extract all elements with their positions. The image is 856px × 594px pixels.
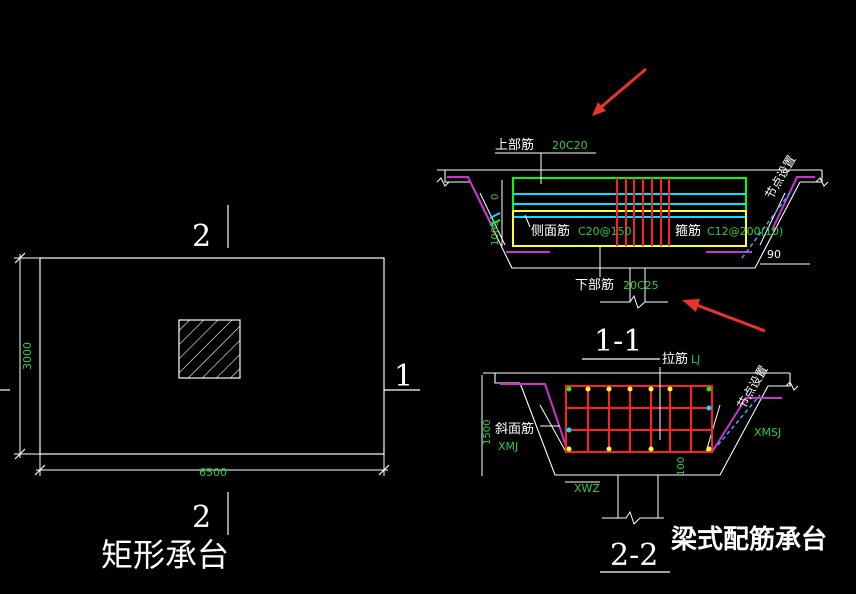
bottom-bar-value: 20C25	[623, 279, 659, 292]
stirrup-label: 箍筋	[675, 223, 701, 239]
stirrups	[616, 178, 670, 246]
section-mark-right: 1	[394, 359, 413, 394]
slope-bar	[489, 212, 501, 219]
dim-zero: 0	[490, 194, 501, 200]
plan-title: 矩形承台	[101, 536, 229, 574]
angle-value: 90	[767, 248, 781, 261]
dim-width-text: 6500	[199, 466, 227, 479]
slope-bar	[489, 219, 501, 226]
section-mark-top: 2	[192, 219, 211, 254]
plan-view: 2 2 1 3000 6500 矩形承台	[0, 205, 420, 574]
cage-grid-2	[566, 386, 712, 452]
node-setting-label-2: 节点设置	[734, 363, 770, 412]
inner-slope-line	[539, 404, 567, 453]
node-marker-line-2	[717, 394, 761, 446]
section-1-1: 节点设置 上部筋 20C20 0 1000 侧面筋 C20@150 箍筋 C12…	[436, 67, 829, 360]
break-mark	[815, 177, 829, 187]
bottom-bar-frame	[512, 210, 747, 247]
dim-height-text: 3000	[21, 342, 34, 370]
tie-label: 拉筋	[662, 351, 688, 367]
break-mark	[436, 177, 450, 187]
slope-bar-label: 斜面筋	[495, 421, 534, 437]
pit-inner-slope	[479, 192, 506, 246]
dim-height-2: 1500	[482, 420, 493, 445]
break-mark	[602, 510, 664, 525]
side-bar-value: C20@150	[578, 225, 632, 238]
slab-outline-2	[483, 372, 520, 384]
dim-bottom-2: 100	[676, 457, 687, 476]
annotation-arrow-bottom	[682, 299, 766, 333]
tie-value: LJ	[691, 353, 700, 366]
pit-inner-slope	[759, 192, 786, 246]
pit-outline-2	[519, 382, 769, 476]
cage-outline-2	[565, 385, 713, 453]
top-bar-label: 上部筋	[495, 137, 534, 153]
node-marker-line	[741, 189, 793, 259]
stirrup-value: C12@200(10)	[707, 225, 783, 238]
rebar-dots-2	[566, 386, 712, 452]
slab-edge-rebar-right	[771, 176, 815, 231]
side-bar-label: 侧面筋	[531, 223, 570, 239]
break-mark	[600, 294, 668, 309]
section-mark-bottom: 2	[192, 500, 211, 535]
dim-tick	[378, 464, 390, 476]
section-2-2-title: 2-2	[610, 538, 658, 573]
bottom-value-2: XWZ	[574, 482, 600, 495]
dim-tick	[14, 448, 26, 460]
column-hatch	[178, 319, 241, 379]
pile-cap-outline	[39, 257, 385, 455]
slab-outline-2-right	[768, 373, 791, 387]
slab-outline-left	[437, 169, 470, 183]
dim-side: 1000	[490, 221, 501, 246]
dim-tick	[34, 464, 46, 476]
leader	[524, 214, 531, 228]
top-bar-value: 20C20	[552, 139, 588, 152]
dim-tick	[14, 252, 26, 264]
section-1-1-title: 1-1	[594, 324, 642, 359]
caption: 梁式配筋承台	[670, 524, 827, 555]
slab-edge-rebar-left	[447, 176, 495, 231]
right-bar-value: XMSJ	[754, 426, 781, 439]
bottom-bar-label: 下部筋	[575, 277, 614, 293]
break-mark	[785, 381, 799, 391]
annotation-arrow-top	[592, 67, 647, 116]
slope-bar-value: XMJ	[498, 440, 518, 453]
